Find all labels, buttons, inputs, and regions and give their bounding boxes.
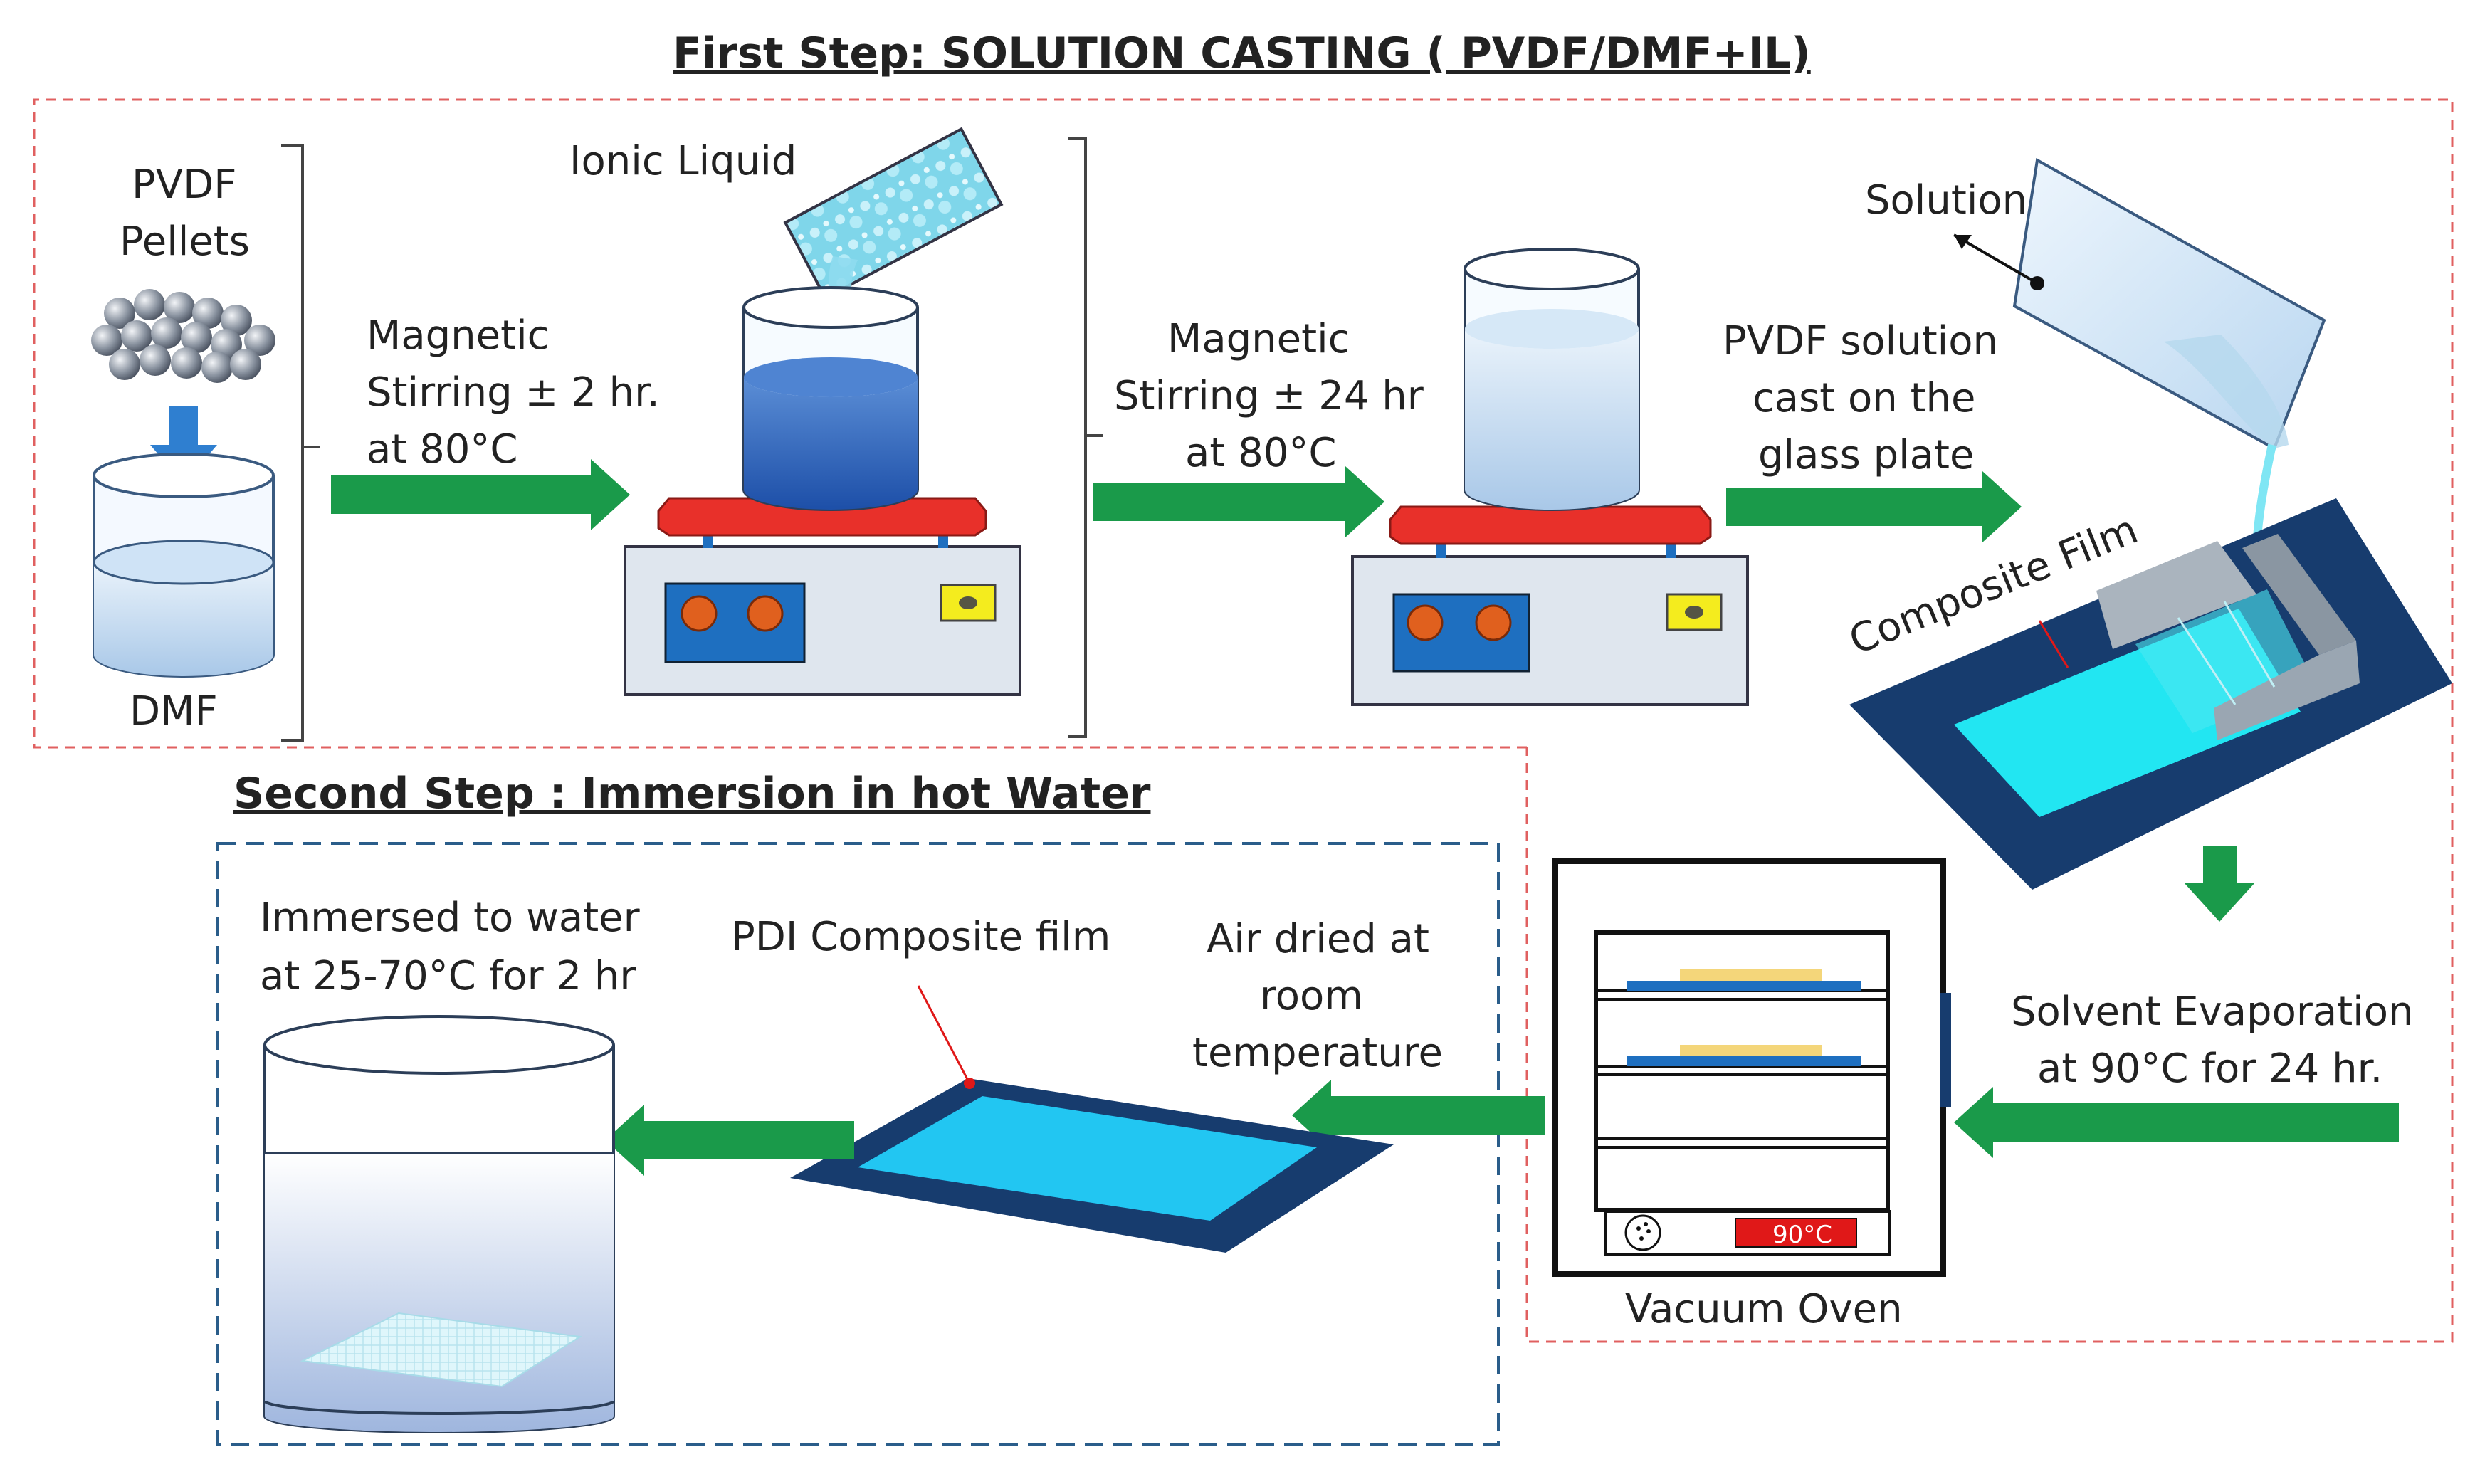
arrow-to-casting (1726, 471, 2022, 542)
immersed-line2: at 25-70°C for 2 hr (260, 953, 636, 999)
pdi-composite-film (790, 985, 1394, 1253)
magnetic-stirrer-1 (624, 497, 1021, 696)
step2-title: Second Step : Immersion in hot Water (233, 769, 1151, 819)
right-bracket (1068, 137, 1087, 738)
magnetic-stirrer-2 (1351, 505, 1749, 706)
stir1-line1: Magnetic (367, 312, 549, 359)
stir2-line3: at 80°C (1185, 430, 1336, 476)
immersed-line1: Immersed to water (260, 895, 641, 941)
air-dried-line1: Air dried at (1207, 916, 1429, 962)
air-dried-line3: temperature (1192, 1030, 1443, 1076)
vacuum-oven (1552, 858, 1951, 1277)
pvdf-label-line2: Pellets (120, 219, 250, 265)
cast-line1: PVDF solution (1723, 318, 1998, 364)
solution-label: Solution (1865, 177, 2027, 223)
stir2-line2: Stirring ± 24 hr (1114, 373, 1424, 419)
step1-region-border (33, 98, 2454, 1343)
step2-region-border (216, 842, 1500, 1446)
ionic-liquid-label: Ionic Liquid (569, 138, 797, 184)
pdi-film-label: PDI Composite film (731, 914, 1110, 960)
evaporation-line2: at 90°C for 24 hr. (2037, 1046, 2382, 1092)
arrow-down-to-evaporation (2184, 846, 2255, 922)
stir1-line2: Stirring ± 2 hr. (367, 369, 660, 416)
oven-display-text: 90°C (1772, 1221, 1832, 1249)
dmf-label: DMF (130, 688, 218, 735)
pouring-cup (1953, 157, 2326, 549)
arrow-from-oven (1292, 1080, 1545, 1151)
air-dried-line2: room (1260, 973, 1363, 1019)
stir1-line3: at 80°C (367, 426, 517, 473)
arrow-to-bath (605, 1105, 854, 1176)
arrow-to-oven (1954, 1087, 2399, 1158)
cast-line3: glass plate (1758, 432, 1974, 478)
beaker-1 (742, 286, 919, 511)
evaporation-line1: Solvent Evaporation (2011, 989, 2413, 1035)
water-bath (263, 1015, 615, 1433)
arrow-to-stirrer-2 (1093, 466, 1384, 537)
casting-plate (1849, 498, 2452, 890)
dmf-beaker (93, 453, 275, 678)
pvdf-label-line1: PVDF (132, 162, 236, 208)
pvdf-pellets (91, 289, 275, 383)
arrow-to-stirrer-1 (331, 459, 630, 530)
step1-title: First Step: SOLUTION CASTING ( PVDF/DMF+… (673, 28, 1811, 78)
composite-film-pointer (2038, 620, 2069, 668)
vacuum-oven-label: Vacuum Oven (1625, 1286, 1903, 1332)
left-bracket (281, 144, 304, 742)
stir2-line1: Magnetic (1167, 316, 1350, 362)
beaker-2 (1464, 248, 1640, 511)
cast-line2: cast on the (1753, 375, 1976, 421)
